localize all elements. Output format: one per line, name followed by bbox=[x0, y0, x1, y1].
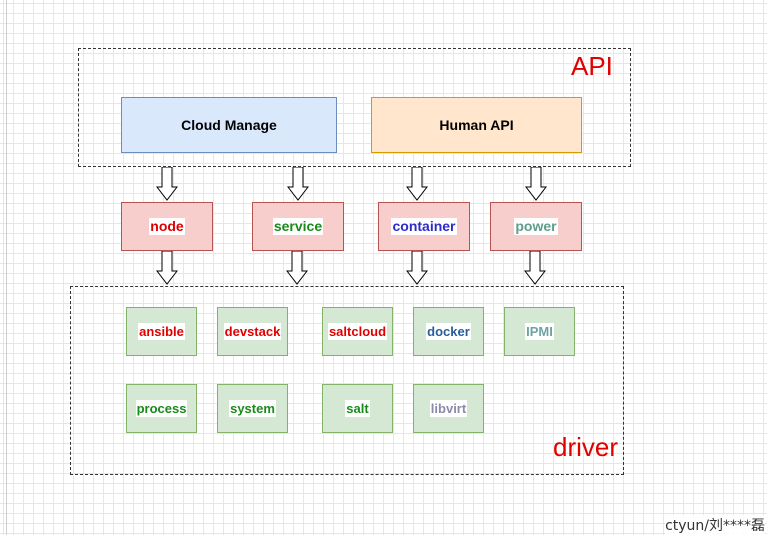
saltcloud-label: saltcloud bbox=[327, 323, 388, 340]
devstack-box: devstack bbox=[217, 307, 288, 356]
node-label: node bbox=[149, 218, 185, 235]
api-group-label: API bbox=[571, 51, 613, 81]
driver-group-label: driver bbox=[553, 432, 619, 462]
arrow-down-icon bbox=[524, 251, 546, 285]
arrow-down-icon bbox=[406, 167, 428, 201]
node-box: node bbox=[121, 202, 213, 251]
arrow-down-icon bbox=[287, 167, 309, 201]
system-box: system bbox=[217, 384, 288, 433]
service-label: service bbox=[272, 218, 324, 235]
salt-box: salt bbox=[322, 384, 393, 433]
container-label: container bbox=[391, 218, 457, 235]
docker-label: docker bbox=[426, 323, 471, 340]
ansible-label: ansible bbox=[138, 323, 185, 340]
saltcloud-box: saltcloud bbox=[322, 307, 393, 356]
process-label: process bbox=[135, 400, 188, 417]
arrow-down-icon bbox=[156, 251, 178, 285]
api-group bbox=[78, 48, 631, 167]
power-box: power bbox=[490, 202, 582, 251]
arrow-down-icon bbox=[406, 251, 428, 285]
ipmi-box: IPMI bbox=[504, 307, 575, 356]
human-api-label: Human API bbox=[439, 117, 514, 133]
libvirt-box: libvirt bbox=[413, 384, 484, 433]
cloud-manage-label: Cloud Manage bbox=[181, 117, 277, 133]
power-label: power bbox=[514, 218, 558, 235]
container-box: container bbox=[378, 202, 470, 251]
devstack-label: devstack bbox=[223, 323, 282, 340]
ipmi-label: IPMI bbox=[525, 323, 554, 340]
process-box: process bbox=[126, 384, 197, 433]
left-border-line bbox=[6, 0, 7, 535]
service-box: service bbox=[252, 202, 344, 251]
arrow-down-icon bbox=[286, 251, 308, 285]
system-label: system bbox=[229, 400, 276, 417]
docker-box: docker bbox=[413, 307, 484, 356]
watermark: ctyun/刘****磊 bbox=[665, 515, 765, 535]
cloud-manage-box: Cloud Manage bbox=[121, 97, 337, 153]
driver-group bbox=[70, 286, 624, 475]
libvirt-label: libvirt bbox=[429, 400, 468, 417]
human-api-box: Human API bbox=[371, 97, 582, 153]
ansible-box: ansible bbox=[126, 307, 197, 356]
arrow-down-icon bbox=[156, 167, 178, 201]
salt-label: salt bbox=[345, 400, 370, 417]
arrow-down-icon bbox=[525, 167, 547, 201]
